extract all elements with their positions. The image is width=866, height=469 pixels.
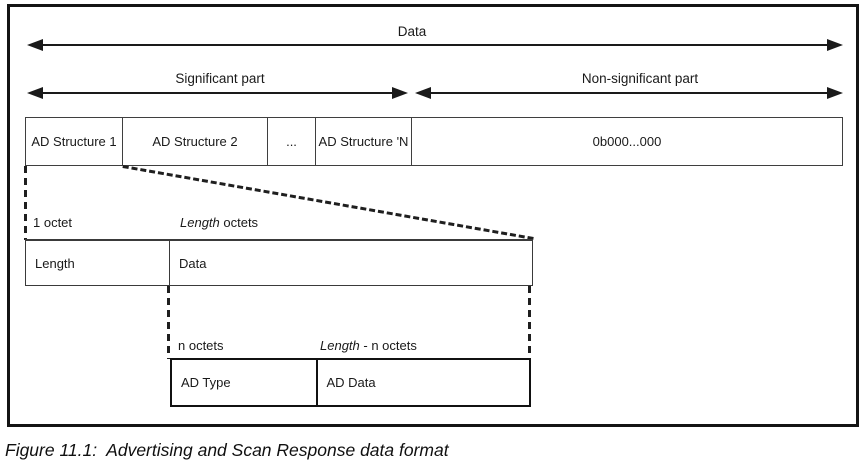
ad-structure-1-cell: AD Structure 1 (25, 117, 123, 166)
n-octets-label: n octets (178, 338, 224, 353)
data-arrow-label: Data (397, 24, 427, 39)
non-significant-span-arrow (415, 87, 843, 99)
ad-structure-2-cell: AD Structure 2 (122, 117, 268, 166)
arrow-shaft (30, 44, 840, 46)
length-octets-italic: Length (180, 215, 220, 230)
length-octets-rest: octets (219, 215, 259, 230)
expansion-dashed-line-left (24, 166, 27, 240)
arrow-shaft (30, 92, 405, 94)
length-octets-label: Length octets (180, 216, 258, 230)
ad-type-cell: AD Type (170, 358, 318, 407)
arrowhead-right-icon (827, 87, 843, 99)
data-cell: Data (169, 239, 533, 286)
data-span-arrow (27, 39, 843, 51)
ellipsis-cell: ... (267, 117, 316, 166)
significant-part-label: Significant part (175, 71, 265, 86)
data-expansion-dashed-right (528, 286, 531, 359)
data-expansion-dashed-left (167, 286, 170, 359)
figure-frame (7, 4, 859, 427)
length-minus-n-rest: - n octets (359, 338, 417, 353)
arrowhead-right-icon (392, 87, 408, 99)
significant-span-arrow (27, 87, 408, 99)
one-octet-label: 1 octet (33, 215, 73, 230)
ad-structure-n-cell: AD Structure 'N (315, 117, 412, 166)
ad-data-cell: AD Data (315, 358, 531, 407)
figure-caption: Figure 11.1: Advertising and Scan Respon… (5, 440, 449, 460)
length-minus-n-italic: Length (320, 338, 360, 353)
length-cell: Length (25, 239, 170, 286)
arrowhead-right-icon (827, 39, 843, 51)
arrow-shaft (418, 92, 840, 94)
non-significant-part-label: Non-significant part (581, 71, 699, 86)
non-significant-zeros-cell: 0b000...000 (411, 117, 843, 166)
length-minus-n-octets-label: Length - n octets (320, 339, 417, 353)
